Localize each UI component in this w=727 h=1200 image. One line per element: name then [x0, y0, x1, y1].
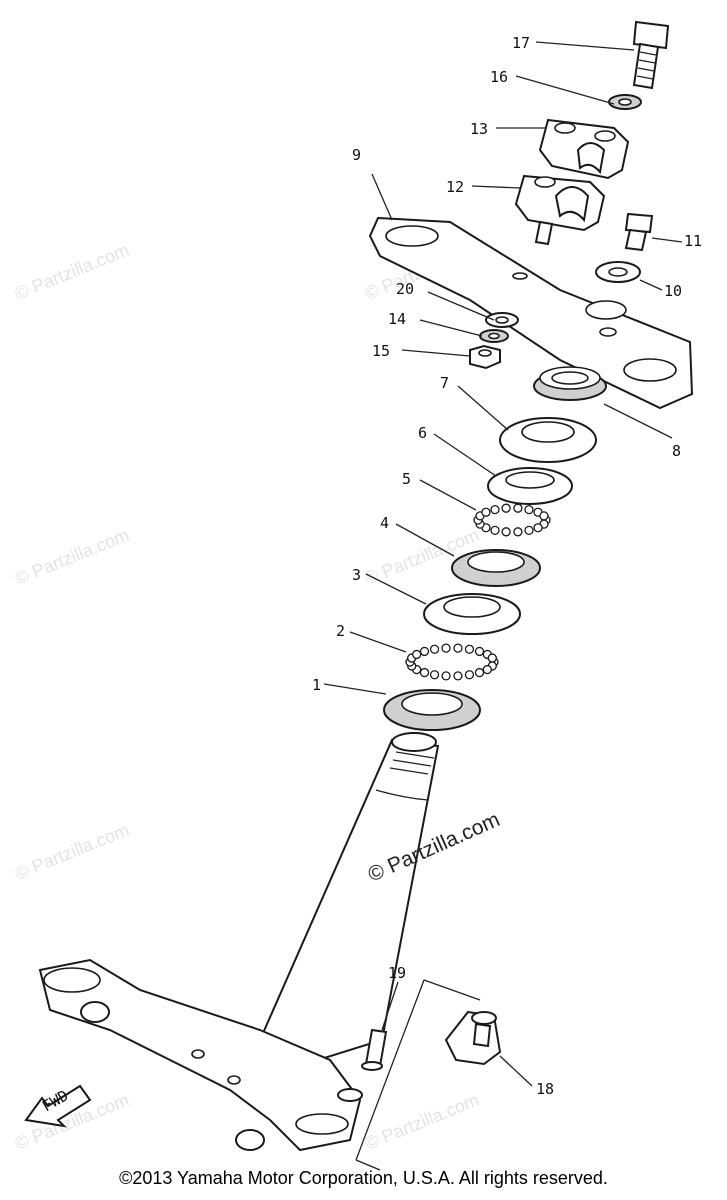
- bearing-ball: [539, 511, 549, 521]
- bearing-ball: [419, 667, 430, 678]
- bearing-ball: [487, 653, 497, 663]
- part-11-bolt: [624, 212, 654, 252]
- callout-20: 20: [396, 280, 414, 298]
- callout-1: 1: [312, 676, 321, 694]
- part-13-upper-holder: [538, 118, 630, 180]
- bearing-ball: [490, 504, 500, 515]
- bearing-ball: [513, 527, 523, 537]
- callout-7: 7: [440, 374, 449, 392]
- bearing-ball: [474, 646, 485, 657]
- bearing-ball: [464, 670, 475, 680]
- callout-17: 17: [512, 34, 530, 52]
- bearing-ball: [453, 643, 463, 653]
- callout-3: 3: [352, 566, 361, 584]
- part-19-bolt: [361, 1028, 388, 1071]
- callout-12: 12: [446, 178, 464, 196]
- bearing-ball: [482, 664, 492, 675]
- bearing-ball: [412, 649, 422, 660]
- bearing-ball: [474, 667, 485, 678]
- part-12-lower-holder: [514, 174, 606, 246]
- bearing-ball: [524, 525, 534, 536]
- part-9-upper-bracket: [368, 216, 694, 410]
- callout-18: 18: [536, 1080, 554, 1098]
- bearing-ball: [490, 525, 500, 536]
- under-bracket: [38, 958, 363, 1152]
- callout-4: 4: [380, 514, 389, 532]
- part-14-lock-washer: [479, 329, 509, 343]
- bearing-ball: [524, 504, 534, 515]
- part-7-dust-seal: [499, 417, 597, 463]
- callout-14: 14: [388, 310, 406, 328]
- bearing-ball: [533, 523, 543, 533]
- callout-9: 9: [352, 146, 361, 164]
- part-4-race: [451, 549, 541, 587]
- callout-labels: 17 16 13 12 9 11 10 20 14 15 7 8 6 5 4 3…: [312, 34, 702, 1098]
- watermark-faint: © Partzilla.com: [12, 240, 132, 304]
- callout-19: 19: [388, 964, 406, 982]
- watermark-faint: © Partzilla.com: [12, 820, 132, 884]
- part-20-washer: [485, 312, 519, 328]
- bearing-ball: [501, 503, 511, 513]
- callout-16: 16: [490, 68, 508, 86]
- part-6-race: [487, 467, 573, 505]
- bearing-ball: [441, 671, 451, 681]
- callout-15: 15: [372, 342, 390, 360]
- watermark-faint: © Partzilla.com: [12, 525, 132, 589]
- steering-stem: [258, 732, 440, 1062]
- leader-lines: [323, 41, 683, 1087]
- part-8-ring-nut: [533, 366, 607, 401]
- bearing-ball: [429, 644, 440, 654]
- part-5-ball-bearings: [473, 503, 551, 537]
- callout-8: 8: [672, 442, 681, 460]
- bearing-ball: [441, 643, 451, 653]
- callout-13: 13: [470, 120, 488, 138]
- part-16-washer: [608, 94, 642, 110]
- bearing-ball: [501, 527, 511, 537]
- part-15-nut: [469, 344, 501, 370]
- fwd-arrow: FWD: [24, 1084, 92, 1128]
- part-17-bolt: [632, 20, 670, 90]
- callout-5: 5: [402, 470, 411, 488]
- part-18-inset: [355, 979, 502, 1171]
- bearing-ball: [453, 671, 463, 681]
- callout-11: 11: [684, 232, 702, 250]
- part-10-washer: [595, 261, 641, 283]
- bearing-ball: [513, 503, 523, 513]
- watermark-faint: © Partzilla.com: [362, 1090, 482, 1154]
- bearing-ball: [419, 646, 430, 657]
- callout-6: 6: [418, 424, 427, 442]
- part-3-race: [423, 593, 521, 635]
- callout-10: 10: [664, 282, 682, 300]
- part-2-ball-bearings: [405, 643, 499, 681]
- bearing-ball: [429, 670, 440, 680]
- bearing-ball: [481, 507, 491, 517]
- copyright-notice: ©2013 Yamaha Motor Corporation, U.S.A. A…: [119, 1168, 608, 1188]
- callout-2: 2: [336, 622, 345, 640]
- bearing-ball: [464, 644, 475, 654]
- part-1-race: [383, 689, 481, 731]
